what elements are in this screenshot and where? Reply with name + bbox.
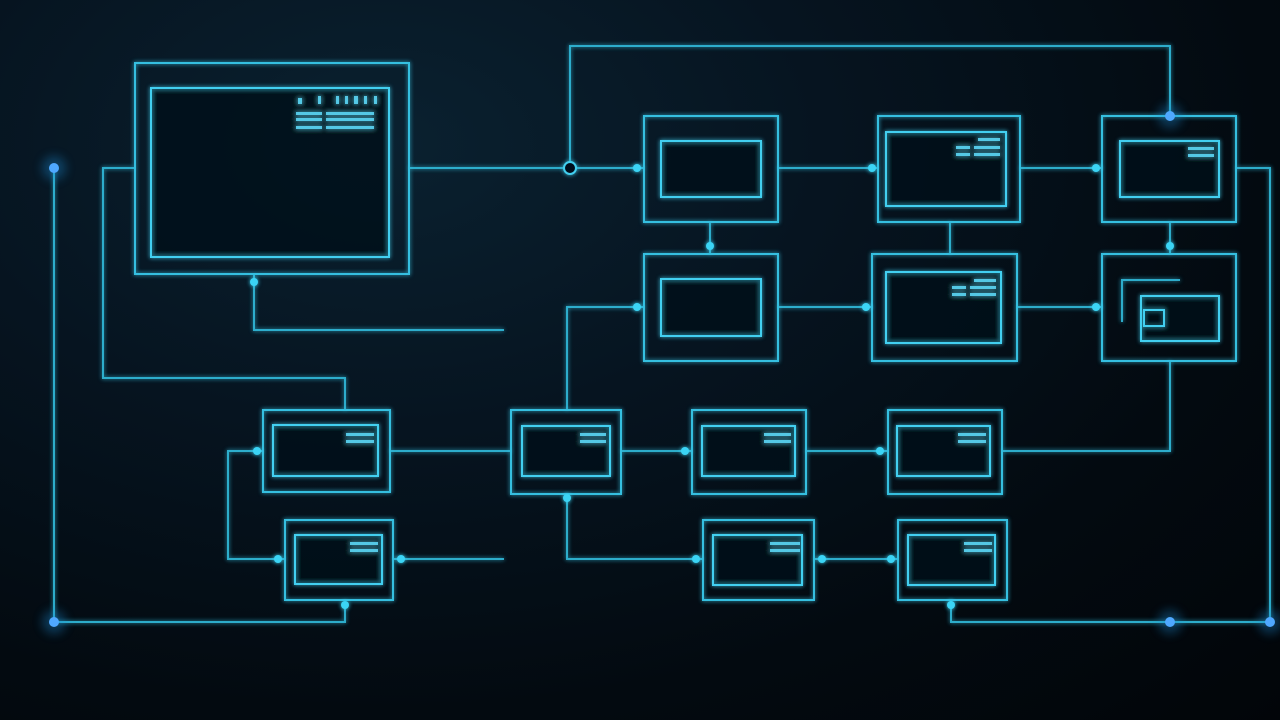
screen-icon — [770, 542, 800, 545]
wire-bottom-left — [54, 605, 346, 623]
corner-node-bottom-right-2 — [1258, 610, 1280, 634]
module-low-1 — [262, 409, 391, 493]
wire-bottom-right — [950, 600, 1270, 623]
wire-bottom-branch — [566, 494, 703, 560]
screen-icon — [1121, 279, 1180, 322]
module-mid-1 — [643, 253, 779, 362]
corner-node-top-left — [42, 156, 66, 180]
wire-mid-right-down — [1002, 361, 1171, 452]
module-bottom-1 — [284, 519, 394, 601]
module-mid-3 — [1101, 253, 1237, 362]
screen-icon — [956, 146, 970, 149]
screen-icon — [952, 286, 966, 289]
module-layer — [134, 62, 1237, 601]
wire-top-loop — [569, 45, 1171, 168]
wire-top-right — [1236, 167, 1271, 622]
main-display — [134, 62, 410, 275]
corner-node-top-right — [1158, 104, 1182, 128]
junction-node — [563, 161, 577, 175]
screen-icon — [1188, 147, 1214, 150]
module-low-4 — [887, 409, 1003, 495]
screen-icon — [346, 433, 374, 436]
wire-low-left-loop — [227, 450, 285, 560]
screen-icon — [764, 433, 791, 436]
monitor-icon — [296, 96, 377, 129]
screen-icon — [350, 542, 378, 545]
module-low-3 — [691, 409, 807, 495]
node-layer — [42, 104, 1280, 634]
corner-node-bottom-right-1 — [1158, 610, 1182, 634]
module-bottom-2 — [702, 519, 815, 601]
wire-layer — [53, 45, 1271, 623]
screen-icon — [964, 542, 992, 545]
wire-mid-left — [566, 306, 644, 410]
module-top-3 — [1101, 115, 1237, 223]
screen-icon — [958, 433, 986, 436]
module-low-2 — [510, 409, 622, 495]
module-bottom-3 — [897, 519, 1008, 601]
module-top-1 — [643, 115, 779, 223]
module-mid-2 — [871, 253, 1018, 362]
module-top-2 — [877, 115, 1021, 223]
connector-dots — [250, 164, 1174, 609]
wire-left-loop — [102, 167, 346, 410]
wire-display-stub — [253, 275, 504, 331]
corner-node-bottom-left — [42, 610, 66, 634]
screen-icon — [580, 433, 606, 436]
